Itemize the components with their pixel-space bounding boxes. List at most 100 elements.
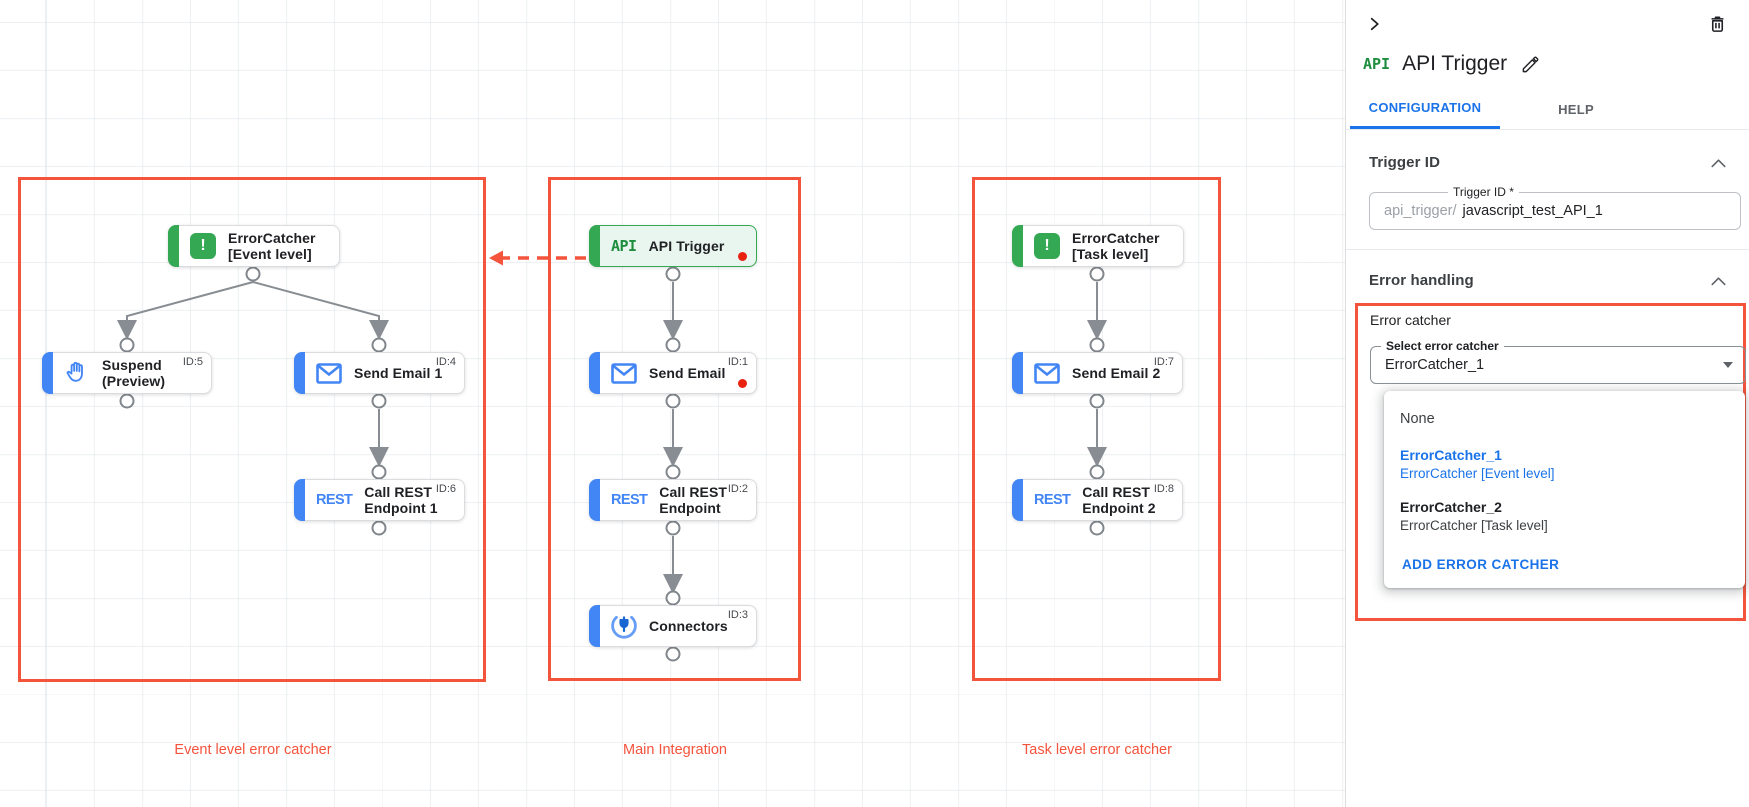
node-id-badge: ID:8	[1153, 483, 1174, 495]
section-divider	[1346, 249, 1749, 250]
api-badge-icon: API	[1363, 55, 1391, 73]
trigger-id-value: javascript_test_API_1	[1462, 203, 1603, 219]
menu-option-none[interactable]: None	[1400, 411, 1435, 427]
node-call-rest-endpoint[interactable]: REST Call REST Endpoint ID:2	[589, 479, 757, 521]
node-send-email[interactable]: Send Email ID:1	[589, 352, 757, 394]
error-handling-section-title: Error handling	[1369, 272, 1474, 289]
trigger-id-section-title: Trigger ID	[1369, 154, 1441, 171]
edge-errorcatcher-sendemail1	[252, 281, 389, 340]
node-label: Send Email 2	[1072, 364, 1161, 381]
group-caption-task-level: Task level error catcher	[1022, 742, 1172, 758]
config-panel: API API Trigger CONFIGURATION HELP Trigg…	[1345, 0, 1749, 807]
group-caption-main: Main Integration	[623, 742, 727, 758]
email-icon	[1034, 362, 1060, 384]
email-icon	[316, 362, 342, 384]
node-errorcatcher-event-level[interactable]: ! ErrorCatcher [Event level]	[168, 225, 340, 267]
tab-configuration[interactable]: CONFIGURATION	[1350, 90, 1500, 129]
connection-point[interactable]	[665, 646, 681, 662]
annotation-box-event-level	[18, 177, 486, 682]
error-catcher-icon: !	[190, 233, 216, 259]
select-error-catcher-value: ErrorCatcher_1	[1385, 357, 1485, 373]
node-api-trigger[interactable]: API API Trigger	[589, 225, 757, 267]
node-id-badge: ID:7	[1153, 356, 1174, 368]
connection-point[interactable]	[371, 520, 387, 536]
connection-point[interactable]	[371, 393, 387, 409]
api-icon: API	[611, 237, 637, 255]
node-label: Call REST Endpoint	[659, 483, 728, 516]
menu-option-errorcatcher-1[interactable]: ErrorCatcher_1 ErrorCatcher [Event level…	[1384, 441, 1745, 487]
node-call-rest-endpoint-1[interactable]: REST Call REST Endpoint 1 ID:6	[294, 479, 465, 521]
node-suspend[interactable]: Suspend (Preview) ID:5	[42, 352, 212, 394]
node-label: Call REST Endpoint 1	[364, 483, 438, 516]
error-catcher-menu: None ErrorCatcher_1 ErrorCatcher [Event …	[1384, 391, 1745, 588]
connection-point[interactable]	[665, 590, 681, 606]
node-id-badge: ID:4	[435, 356, 456, 368]
error-catcher-link-arrow	[489, 250, 586, 266]
rest-icon: REST	[1034, 492, 1071, 508]
collapse-section-chevron-up-icon[interactable]	[1709, 274, 1728, 288]
select-error-catcher-floating-label: Select error catcher	[1381, 339, 1504, 353]
connection-point[interactable]	[371, 337, 387, 353]
add-error-catcher-button[interactable]: ADD ERROR CATCHER	[1402, 557, 1560, 572]
node-label: ErrorCatcher [Event level]	[228, 229, 316, 262]
node-connectors[interactable]: Connectors ID:3	[589, 605, 757, 647]
node-label: API Trigger	[648, 237, 725, 254]
node-accent-bar	[1012, 352, 1023, 394]
connection-point[interactable]	[245, 266, 261, 282]
panel-tabs: CONFIGURATION HELP	[1346, 90, 1749, 130]
node-id-badge: ID:2	[727, 483, 748, 495]
connection-point[interactable]	[665, 266, 681, 282]
node-accent-bar	[1012, 225, 1023, 267]
connection-point[interactable]	[665, 337, 681, 353]
node-label: Suspend (Preview)	[102, 356, 166, 389]
suspend-hand-icon	[64, 360, 90, 386]
node-id-badge: ID:1	[727, 356, 748, 368]
tab-help[interactable]: HELP	[1528, 90, 1624, 129]
connection-point[interactable]	[1089, 464, 1105, 480]
edit-title-pencil-icon[interactable]	[1519, 53, 1542, 76]
connection-point[interactable]	[1089, 266, 1105, 282]
connection-point[interactable]	[1089, 520, 1105, 536]
connection-point[interactable]	[1089, 337, 1105, 353]
annotation-box-task-level	[972, 177, 1221, 681]
node-accent-bar	[168, 225, 179, 267]
connectors-icon	[611, 613, 637, 639]
delete-trigger-icon[interactable]	[1706, 12, 1729, 36]
trigger-id-field-label: Trigger ID *	[1448, 185, 1519, 199]
connection-point[interactable]	[665, 464, 681, 480]
node-label: ErrorCatcher [Task level]	[1072, 229, 1160, 262]
group-caption-event-level: Event level error catcher	[174, 742, 332, 758]
node-accent-bar	[589, 605, 600, 647]
node-accent-bar	[1012, 479, 1023, 521]
node-label: Send Email 1	[354, 364, 443, 381]
integration-canvas[interactable]: ! ErrorCatcher [Event level] Suspend (Pr…	[0, 0, 1345, 807]
rest-icon: REST	[316, 492, 353, 508]
menu-option-errorcatcher-2[interactable]: ErrorCatcher_2 ErrorCatcher [Task level]	[1384, 493, 1745, 539]
error-catcher-icon: !	[1034, 233, 1060, 259]
node-accent-bar	[589, 352, 600, 394]
node-accent-bar	[294, 479, 305, 521]
node-send-email-1[interactable]: Send Email 1 ID:4	[294, 352, 465, 394]
node-label: Call REST Endpoint 2	[1082, 483, 1156, 516]
connection-point[interactable]	[371, 464, 387, 480]
connection-point[interactable]	[119, 393, 135, 409]
trigger-id-field[interactable]: Trigger ID * api_trigger/ javascript_tes…	[1369, 185, 1741, 230]
collapse-panel-icon[interactable]	[1363, 13, 1385, 35]
connection-point[interactable]	[1089, 393, 1105, 409]
connection-point[interactable]	[665, 520, 681, 536]
node-call-rest-endpoint-2[interactable]: REST Call REST Endpoint 2 ID:8	[1012, 479, 1183, 521]
connection-point[interactable]	[665, 393, 681, 409]
option-description: ErrorCatcher [Task level]	[1400, 518, 1548, 533]
email-icon	[611, 362, 637, 384]
collapse-section-chevron-up-icon[interactable]	[1709, 156, 1728, 170]
error-catcher-label: Error catcher	[1370, 312, 1451, 328]
dropdown-arrow-icon	[1723, 362, 1733, 368]
node-errorcatcher-task-level[interactable]: ! ErrorCatcher [Task level]	[1012, 225, 1184, 267]
node-send-email-2[interactable]: Send Email 2 ID:7	[1012, 352, 1183, 394]
node-label: Send Email	[649, 364, 726, 381]
annotation-box-main	[548, 177, 801, 681]
connection-point[interactable]	[119, 337, 135, 353]
edges-layer	[117, 250, 1107, 662]
node-label: Connectors	[649, 617, 728, 634]
select-error-catcher-dropdown[interactable]: Select error catcher ErrorCatcher_1	[1370, 339, 1746, 384]
